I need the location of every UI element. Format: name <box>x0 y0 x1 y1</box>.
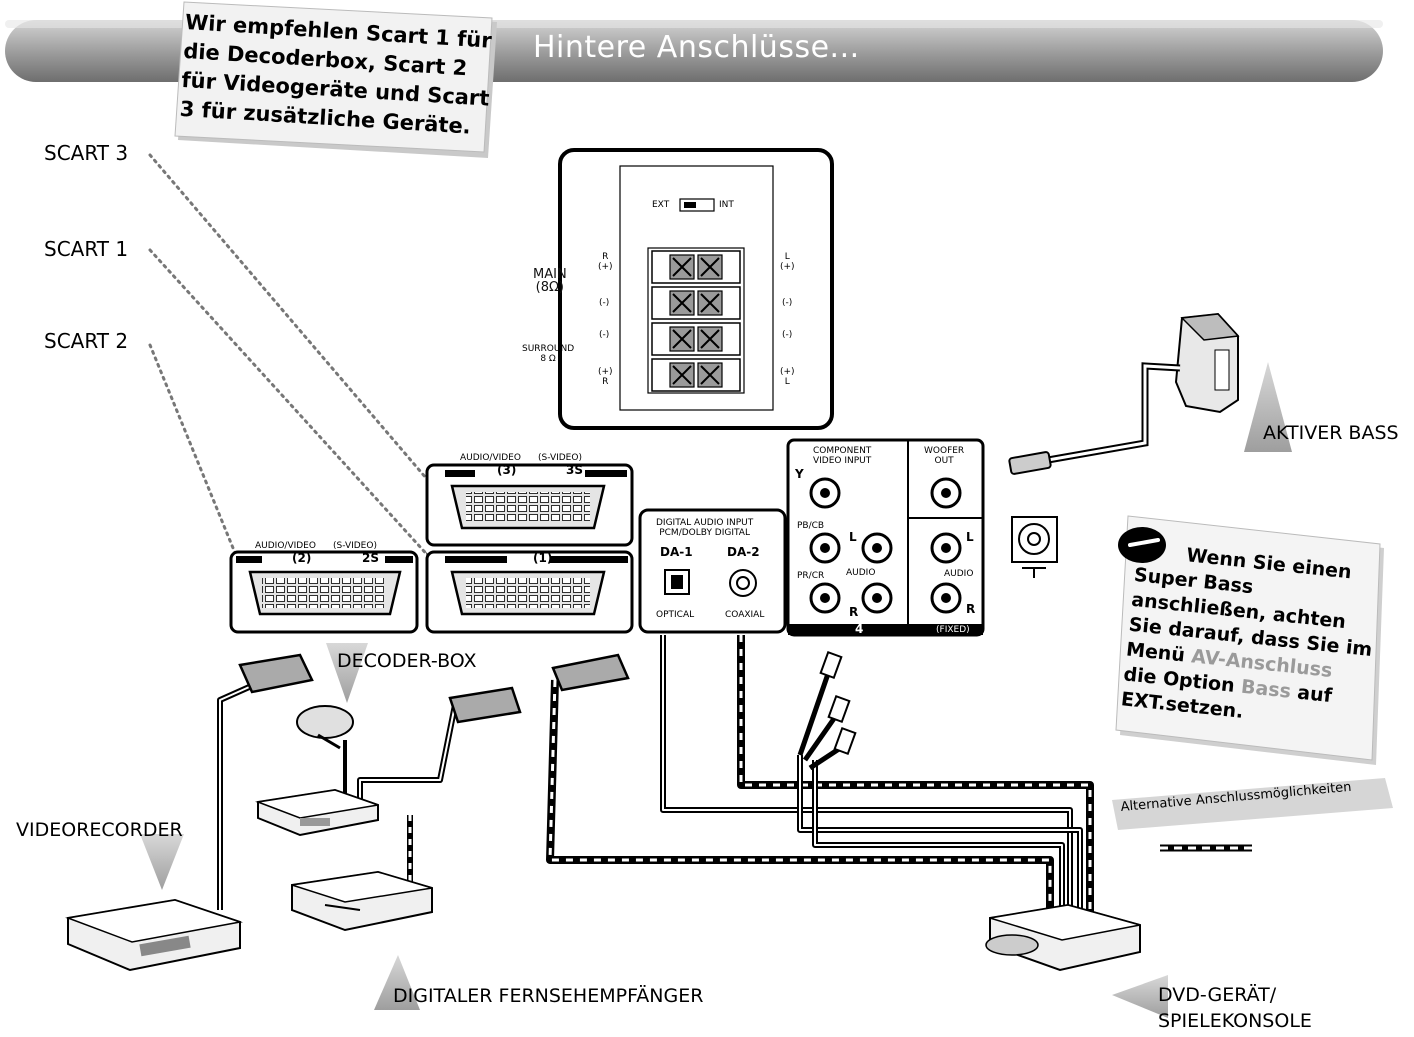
rca-plugs <box>797 650 857 771</box>
super-bass-note: Wenn Sie einen Super Bass anschließen, a… <box>1120 538 1387 738</box>
aktiver-bass-label: AKTIVER BASS <box>1263 422 1399 444</box>
woofer-audio-r: R <box>966 602 976 616</box>
component-title: COMPONENT VIDEO INPUT <box>813 446 872 466</box>
surround-l-plus: (+) L <box>780 367 795 387</box>
ext-label: EXT <box>652 200 670 210</box>
av2-label: AUDIO/VIDEO <box>255 541 316 551</box>
av3-label: AUDIO/VIDEO <box>460 453 521 463</box>
sv2-label: (S-VIDEO) <box>333 541 377 551</box>
top-note-card <box>174 1 497 158</box>
legend <box>1112 778 1393 852</box>
rca-jack-center <box>820 543 830 553</box>
rca-jack-center <box>820 593 830 603</box>
terminal-cross <box>672 293 692 313</box>
y-label: Y <box>795 467 804 481</box>
int-label: INT <box>719 200 734 210</box>
speaker-terminals <box>651 250 741 392</box>
scart3-socket <box>425 463 634 547</box>
scart1-label: SCART 1 <box>44 237 129 261</box>
surround-speaker-label: SURROUND 8 Ω <box>522 344 575 364</box>
digital-audio-title: DIGITAL AUDIO INPUT PCM/DOLBY DIGITAL <box>656 518 754 538</box>
dvd-device <box>985 903 1141 972</box>
surround-r-plus: (+) R <box>598 367 613 387</box>
rca-jack-center <box>941 488 951 498</box>
pb-label: PB/CB <box>797 521 825 531</box>
digital-audio-panel <box>638 508 787 634</box>
woofer-label: WOOFER OUT <box>924 446 965 466</box>
terminal-cross <box>700 329 720 349</box>
fixed-label: (FIXED) <box>936 625 970 635</box>
subwoofer-cable <box>1008 362 1181 475</box>
sv2-number: 2S <box>362 551 379 565</box>
dvd-label: DVD-GERÄT/ SPIELEKONSOLE <box>1158 984 1312 1032</box>
decoder-box-device <box>255 788 379 837</box>
rca-jack-center <box>820 488 830 498</box>
antenna-socket <box>1011 516 1058 578</box>
terminal-cross <box>700 257 720 277</box>
terminal-cross <box>700 365 720 385</box>
coaxial-label: COAXIAL <box>725 610 765 620</box>
main-r-plus: R (+) <box>598 252 613 272</box>
scart1-socket <box>425 550 634 634</box>
speaker-terminal-row <box>651 250 741 284</box>
input4-label: 4 <box>855 622 864 636</box>
pointer-triangles <box>140 362 1292 1018</box>
optical-label: OPTICAL <box>656 610 695 620</box>
terminal-cross <box>672 329 692 349</box>
note-bass-text: Bass <box>1240 675 1292 703</box>
recommendation-note: Wir empfehlen Scart 1 für die Decoderbox… <box>179 9 493 139</box>
page-title: Hintere Anschlüsse... <box>533 30 860 65</box>
speaker-terminal-row <box>651 322 741 356</box>
videorecorder-label: VIDEORECORDER <box>16 819 183 841</box>
surround-r-minus: (-) <box>599 330 610 340</box>
pr-label: PR/CR <box>797 571 825 581</box>
woofer-audio-l: L <box>966 530 974 544</box>
component-audio-label: AUDIO <box>846 568 876 578</box>
terminal-cross <box>672 365 692 385</box>
digital-receiver-device <box>291 870 433 932</box>
av2-number: (2) <box>292 551 312 565</box>
da2-label: DA-2 <box>727 545 760 559</box>
av1-number: (1) <box>533 551 553 565</box>
rca-jack-center <box>941 593 951 603</box>
terminal-cross <box>700 293 720 313</box>
scart2-socket <box>229 550 419 634</box>
sv3-label: (S-VIDEO) <box>538 453 582 463</box>
component-audio-r: R <box>849 605 859 619</box>
digital-receiver-label: DIGITALER FERNSEHEMPFÄNGER <box>393 985 704 1007</box>
main-l-minus: (-) <box>782 298 793 308</box>
note-auf-text: auf <box>1289 680 1333 708</box>
pointing-hand-icon <box>1118 527 1166 563</box>
da1-label: DA-1 <box>660 545 693 559</box>
decoder-box-label: DECODER-BOX <box>337 650 477 672</box>
scart2-label: SCART 2 <box>44 329 129 353</box>
main-speaker-label: MAIN (8Ω) <box>533 267 567 295</box>
right-note-card <box>1115 515 1384 765</box>
woofer-audio-label: AUDIO <box>944 569 974 579</box>
rca-jack-center <box>941 543 951 553</box>
speaker-terminal-row <box>651 358 741 392</box>
component-audio-l: L <box>849 530 857 544</box>
speaker-terminal-row <box>651 286 741 320</box>
satellite-dish <box>296 705 354 750</box>
scart-leaders <box>148 153 434 572</box>
surround-l-minus: (-) <box>782 330 793 340</box>
av3-number: (3) <box>497 463 517 477</box>
sv3-number: 3S <box>566 463 583 477</box>
rca-jack-center <box>872 593 882 603</box>
terminal-cross <box>672 257 692 277</box>
rca-jacks <box>809 477 962 614</box>
subwoofer-device <box>1174 312 1240 414</box>
main-r-minus: (-) <box>599 298 610 308</box>
rca-jack-center <box>872 543 882 553</box>
main-l-plus: L (+) <box>780 252 795 272</box>
scart3-label: SCART 3 <box>44 141 129 165</box>
videorecorder-device <box>65 898 243 972</box>
scart-plugs <box>238 653 630 724</box>
